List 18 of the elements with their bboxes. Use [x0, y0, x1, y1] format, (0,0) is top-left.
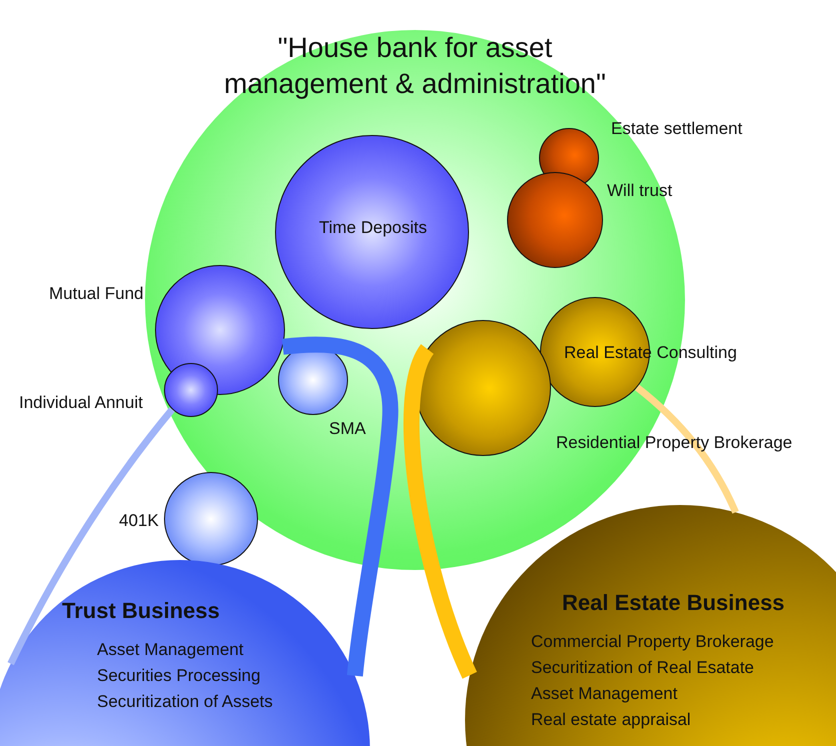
section-heading: Real Estate Business — [562, 590, 785, 616]
bubble-label: 401K — [119, 511, 159, 531]
bubble-label: SMA — [329, 419, 366, 439]
list-item: Commercial Property Brokerage — [531, 632, 774, 652]
connector-band — [634, 384, 739, 514]
bubble-label: Individual Annuit — [19, 393, 143, 413]
list-item: Securities Processing — [97, 666, 260, 686]
list-item: Securitization of Real Esatate — [531, 658, 754, 678]
list-item: Securitization of Assets — [97, 692, 273, 712]
bubble-label: Time Deposits — [318, 218, 428, 238]
bubble-label: Mutual Fund — [49, 284, 144, 304]
connector-band — [404, 345, 478, 678]
list-item: Real estate appraisal — [531, 710, 691, 730]
section-heading: Trust Business — [62, 598, 220, 624]
list-item: Asset Management — [97, 640, 244, 660]
connector-band — [8, 407, 175, 666]
list-item: Asset Management — [531, 684, 678, 704]
bubble-label: Residential Property Brokerage — [556, 433, 792, 453]
